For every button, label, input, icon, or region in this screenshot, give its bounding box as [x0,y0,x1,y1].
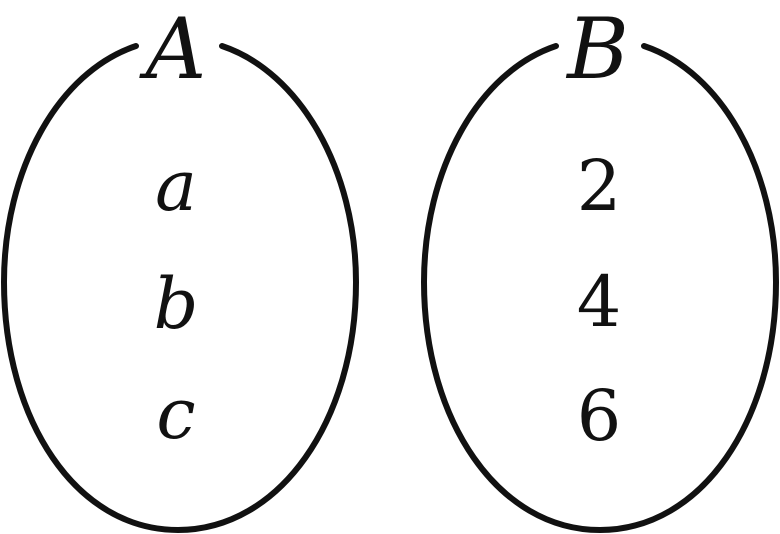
set-b-element-2: 4 [577,261,622,343]
set-b-element-3: 6 [577,375,622,457]
set-b-label: B [565,0,629,98]
set-a-oval [0,43,360,534]
set-a-element-1: a [155,145,197,227]
set-b-element-1: 2 [577,145,622,227]
set-a-label: A [139,0,207,98]
set-a-element-2: b [154,263,199,345]
set-b-oval [420,43,780,534]
set-a-element-3: c [156,373,195,455]
